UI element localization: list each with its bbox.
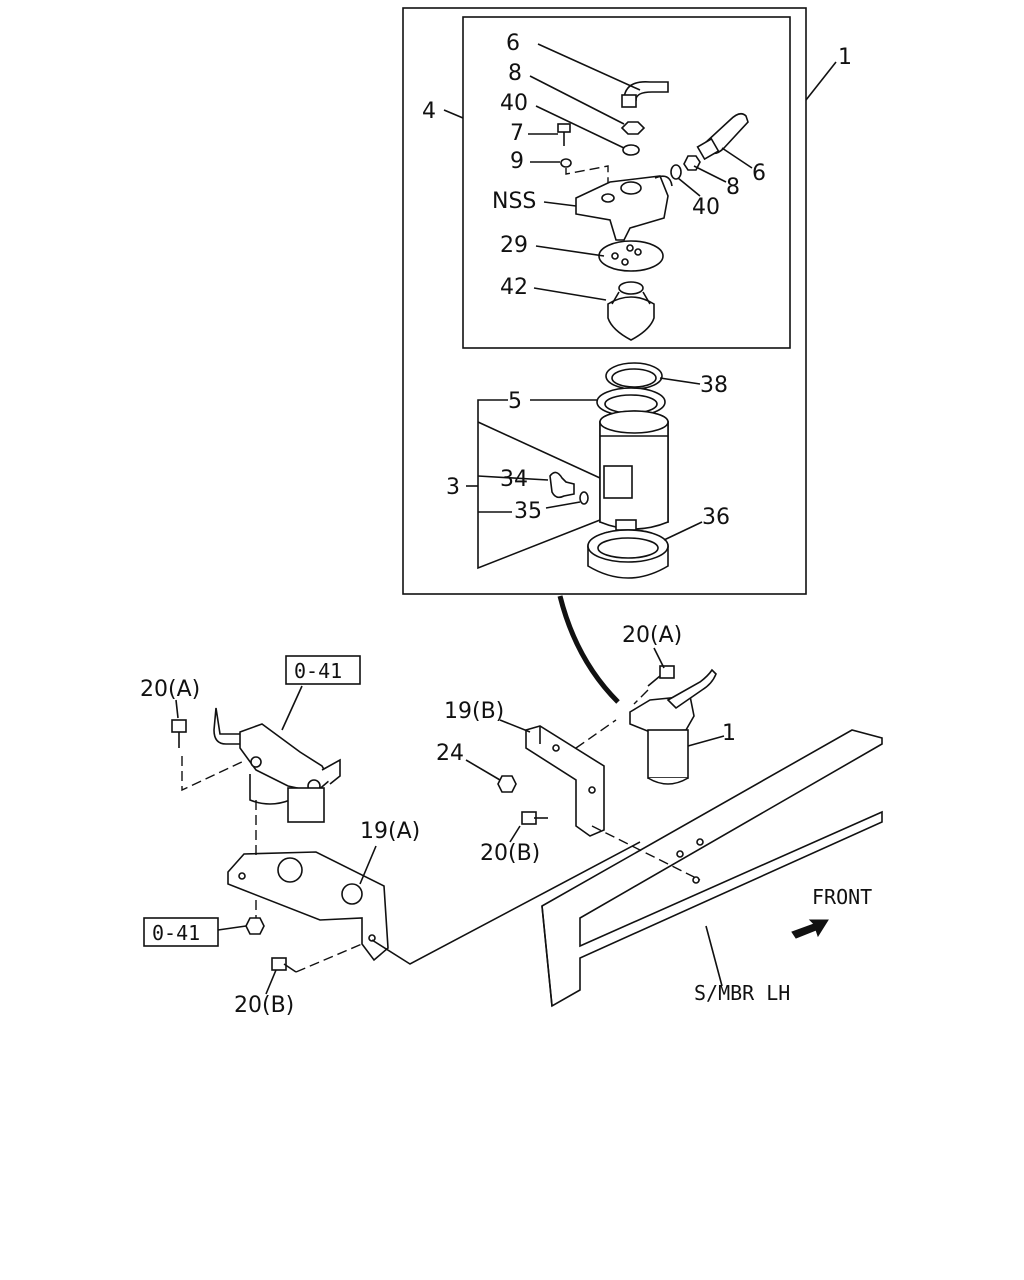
part-filter-head bbox=[575, 175, 673, 241]
label-1-low: 1 bbox=[722, 721, 736, 746]
part-42-cone bbox=[607, 281, 655, 341]
label-19a: 19(A) bbox=[360, 819, 420, 844]
label-7: 7 bbox=[510, 121, 524, 146]
label-1-top: 1 bbox=[838, 45, 852, 70]
part-36-ring-nut bbox=[587, 529, 669, 579]
part-filter-cartridge bbox=[599, 410, 669, 531]
label-8-right: 8 bbox=[726, 175, 740, 200]
label-20b-mid: 20(B) bbox=[480, 841, 540, 866]
ref-box-top bbox=[285, 655, 361, 685]
label-20a-left: 20(A) bbox=[140, 677, 200, 702]
label-nss: NSS bbox=[492, 189, 536, 214]
assembly-outer-box bbox=[402, 7, 807, 595]
label-24: 24 bbox=[436, 741, 464, 766]
detail-connector-curve bbox=[557, 595, 620, 704]
part-6-elbow-pipe-right bbox=[696, 112, 749, 161]
label-42: 42 bbox=[500, 275, 528, 300]
label-4: 4 bbox=[422, 99, 436, 124]
front-arrow-icon bbox=[791, 919, 829, 939]
label-smbr-lh: S/MBR LH bbox=[694, 981, 790, 1005]
part-38-oring bbox=[605, 362, 663, 390]
head-subassembly-box bbox=[462, 16, 791, 349]
label-8-upper: 8 bbox=[508, 61, 522, 86]
label-34: 34 bbox=[500, 467, 528, 492]
label-front: FRONT bbox=[812, 885, 872, 909]
part-40-washer-upper bbox=[622, 144, 640, 156]
part-left-filter-assembly bbox=[213, 707, 341, 823]
label-35: 35 bbox=[514, 499, 542, 524]
ref-box-low bbox=[143, 917, 219, 947]
part-20a-bolt-right bbox=[647, 665, 675, 687]
part-7-screw bbox=[557, 123, 571, 146]
label-36: 36 bbox=[702, 505, 730, 530]
label-6-upper: 6 bbox=[506, 31, 520, 56]
part-nut-lower bbox=[245, 917, 265, 935]
part-40-washer-right bbox=[670, 164, 682, 180]
part-34-drain-plug bbox=[549, 471, 575, 499]
label-9: 9 bbox=[510, 149, 524, 174]
label-19b: 19(B) bbox=[444, 699, 504, 724]
label-40-upper: 40 bbox=[500, 91, 528, 116]
part-6-elbow-pipe bbox=[621, 81, 669, 108]
part-1-filter-assembly-mounted bbox=[629, 668, 717, 785]
part-20b-bolt-low bbox=[271, 957, 297, 973]
label-38: 38 bbox=[700, 373, 728, 398]
label-40-right: 40 bbox=[692, 195, 720, 220]
label-6-right: 6 bbox=[752, 161, 766, 186]
part-5-gasket bbox=[596, 387, 666, 417]
part-24-nut bbox=[497, 775, 517, 793]
part-35-seal bbox=[579, 491, 589, 505]
label-29: 29 bbox=[500, 233, 528, 258]
part-19a-bracket bbox=[227, 851, 389, 962]
part-side-member-lh bbox=[541, 729, 883, 1008]
label-20b-low: 20(B) bbox=[234, 993, 294, 1018]
part-29-plate bbox=[598, 240, 664, 272]
label-20a-right: 20(A) bbox=[622, 623, 682, 648]
part-8-nut-upper bbox=[620, 121, 646, 135]
part-9-seal bbox=[560, 158, 572, 168]
label-5: 5 bbox=[508, 389, 522, 414]
label-0-41-low: 0-41 bbox=[152, 921, 200, 945]
part-20b-bolt-mid bbox=[521, 811, 548, 825]
label-0-41-top: 0-41 bbox=[294, 659, 342, 683]
part-19b-bracket bbox=[525, 725, 605, 837]
part-20a-bolt-left bbox=[171, 719, 187, 748]
label-3: 3 bbox=[446, 475, 460, 500]
